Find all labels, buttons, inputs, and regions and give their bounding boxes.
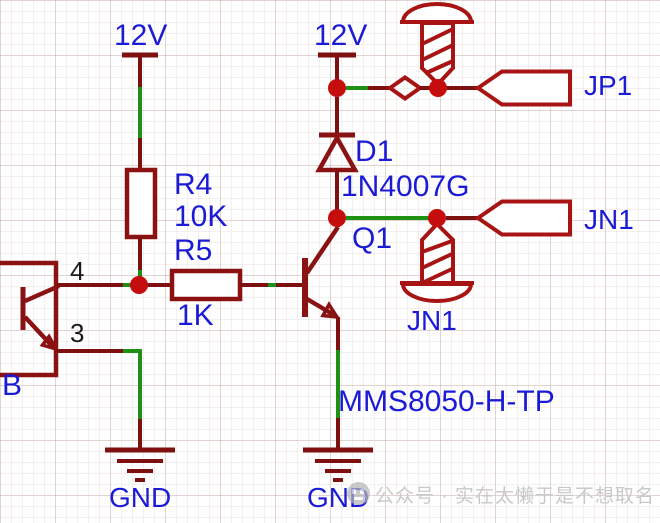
- q1-ref-label: Q1: [352, 222, 393, 255]
- screw-hatch-lines: [421, 239, 453, 285]
- opto-pin-3-number: 3: [70, 318, 85, 348]
- resistor-r5-body: [169, 268, 243, 302]
- screw-head-dome: [400, 2, 474, 24]
- r5-ref-label: R5: [174, 234, 213, 267]
- jn1-mounting-hole-label: JN1: [407, 305, 457, 336]
- power-rail-left-symbol: [122, 52, 158, 170]
- diode-triangle: [315, 133, 359, 173]
- connector-body: [474, 199, 572, 237]
- top-net-wires: [346, 75, 478, 101]
- r5-value-label: 1K: [177, 299, 214, 332]
- watermark-text: 公众号 · 实在太懒于是不想取名: [375, 486, 655, 507]
- screw-symbol-bottom: [400, 221, 474, 303]
- watermark-smiley-icon: [347, 482, 370, 505]
- resistor-body: [124, 167, 158, 240]
- junction-dot: [328, 209, 346, 227]
- r4-value-label: 10K: [174, 200, 228, 233]
- transistor-q1-symbol: [302, 219, 341, 450]
- component-box: [0, 260, 59, 378]
- transistor-emitter: [305, 297, 336, 317]
- power-label-12v-right: 12V: [314, 19, 368, 52]
- junction-dot: [428, 209, 446, 227]
- jn1-connector-label: JN1: [584, 204, 634, 235]
- gnd-label-left: GND: [109, 482, 172, 513]
- d1-value-label: 1N4007G: [341, 170, 470, 203]
- transistor-collector: [24, 283, 60, 304]
- screw-symbol-top: [400, 2, 474, 87]
- emitter-net-left: [56, 349, 142, 450]
- d1-ref-label: D1: [355, 135, 394, 168]
- junction-dot: [328, 79, 346, 97]
- screw-head-dome: [400, 282, 474, 303]
- emitter-arrow: [39, 333, 60, 352]
- screw-hatch-lines: [421, 27, 454, 75]
- opto-pin-4-number: 4: [70, 256, 85, 286]
- junction-dot: [429, 79, 447, 97]
- ground-right-symbol: [303, 447, 373, 482]
- power-label-12v-left: 12V: [114, 19, 168, 52]
- connector-jn1-symbol: [474, 199, 572, 237]
- base-net-wires: [56, 268, 303, 302]
- connector-jp1-symbol: [474, 69, 572, 107]
- q1-value-label: MMS8050-H-TP: [338, 385, 555, 418]
- jp1-connector-label: JP1: [584, 70, 633, 101]
- transistor-emitter: [23, 315, 55, 349]
- transistor-collector: [305, 225, 340, 275]
- ground-left-symbol: [105, 447, 175, 482]
- resistor-r4-symbol: [124, 167, 158, 280]
- emitter-arrow: [320, 301, 341, 320]
- connector-body: [474, 69, 572, 107]
- net-flag-diamond: [386, 75, 424, 101]
- junction-dot: [130, 276, 148, 294]
- r4-ref-label: R4: [174, 168, 213, 201]
- optocoupler-symbol: [0, 260, 60, 378]
- opto-ref-label: B: [2, 369, 23, 402]
